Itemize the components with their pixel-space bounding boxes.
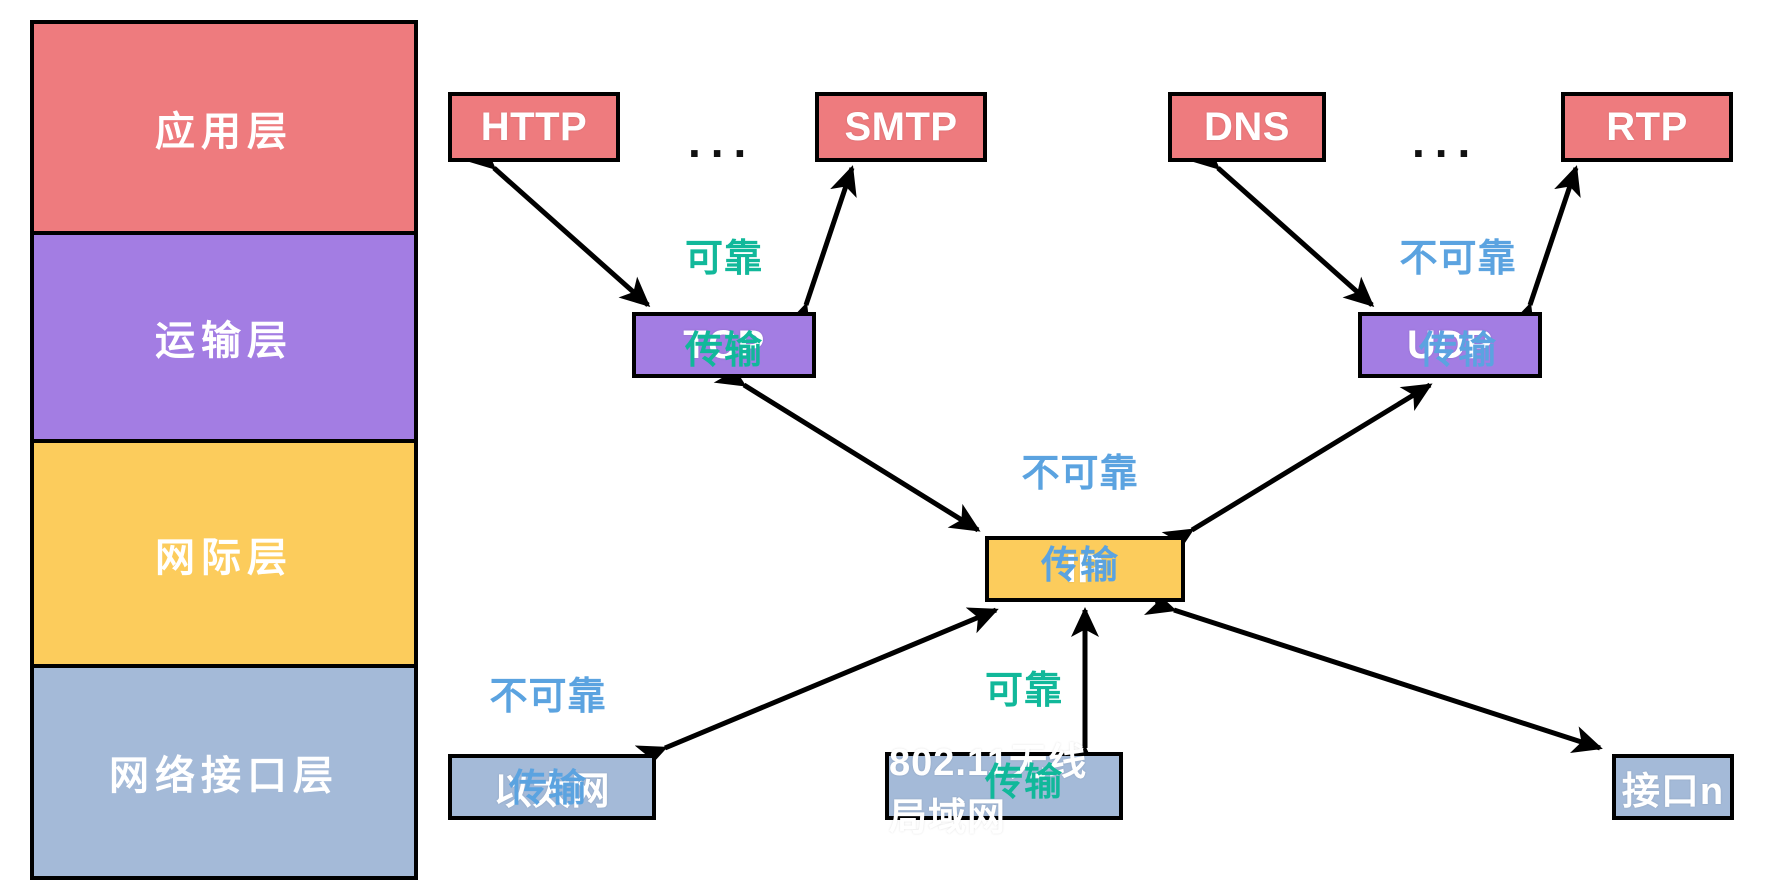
- annotation-ip-service: 不可靠 传输: [1000, 405, 1160, 635]
- arrow-ip-ethernet: [634, 607, 999, 772]
- arrow-ip-interface: [1143, 588, 1603, 753]
- protocol-box-dns[interactable]: DNS: [1168, 92, 1326, 162]
- annotation-tcp-service-line2: 传输: [684, 330, 763, 372]
- ellipsis-right: ...: [1412, 115, 1481, 167]
- protocol-box-rtp[interactable]: RTP: [1561, 92, 1733, 162]
- protocol-label-ip: IP: [1065, 546, 1105, 591]
- link-box-interface-n[interactable]: 接口n: [1612, 754, 1734, 820]
- annotation-wlan-service-line2: 传输: [984, 762, 1063, 804]
- protocol-label-smtp: SMTP: [844, 104, 958, 149]
- protocol-box-udp[interactable]: UDP: [1358, 312, 1542, 378]
- layer-link: 网络接口层: [30, 664, 418, 880]
- protocol-label-rtp: RTP: [1606, 104, 1688, 149]
- layer-internet-label: 网际层: [155, 535, 293, 580]
- layer-application-label: 应用层: [155, 109, 293, 154]
- protocol-label-udp: UDP: [1407, 322, 1493, 367]
- annotation-ethernet-service-line1: 不可靠: [489, 676, 607, 718]
- link-label-ethernet: 以太网: [493, 770, 611, 813]
- arrow-dns-udp: [1188, 139, 1375, 307]
- annotation-udp-service-line1: 不可靠: [1399, 238, 1517, 280]
- annotation-ethernet-service-line2: 传输: [508, 768, 587, 810]
- link-label-wlan: 802.11无线局域网: [889, 742, 1088, 839]
- annotation-ip-service-line2: 传输: [1040, 545, 1119, 587]
- layer-transport: 运输层: [30, 231, 418, 443]
- layer-internet: 网际层: [30, 439, 418, 668]
- annotation-ip-service-line1: 不可靠: [1021, 453, 1139, 495]
- annotation-wlan-service-line1: 可靠: [984, 670, 1063, 712]
- protocol-box-ip[interactable]: IP: [985, 536, 1185, 602]
- layer-link-label: 网络接口层: [109, 754, 339, 798]
- annotation-ethernet-service: 不可靠 传输: [468, 628, 628, 858]
- protocol-label-http: HTTP: [480, 104, 588, 149]
- link-label-interface-n: 接口n: [1621, 770, 1725, 813]
- protocol-box-tcp[interactable]: TCP: [632, 312, 816, 378]
- annotation-udp-service: 不可靠 传输: [1378, 190, 1538, 420]
- protocol-box-http[interactable]: HTTP: [448, 92, 620, 162]
- protocol-label-dns: DNS: [1204, 104, 1290, 149]
- link-box-ethernet[interactable]: 以太网: [448, 754, 656, 820]
- layer-transport-label: 运输层: [155, 319, 293, 363]
- arrow-smtp-tcp: [784, 165, 857, 336]
- protocol-box-smtp[interactable]: SMTP: [815, 92, 987, 162]
- annotation-tcp-service-line1: 可靠: [684, 238, 763, 280]
- annotation-tcp-service: 可靠 传输: [648, 190, 800, 420]
- ellipsis-left: ...: [688, 115, 757, 167]
- annotation-wlan-service: 可靠 传输: [948, 622, 1100, 852]
- link-box-wlan[interactable]: 802.11无线局域网: [885, 742, 1123, 839]
- protocol-label-tcp: TCP: [683, 322, 765, 367]
- arrow-http-tcp: [464, 139, 651, 307]
- layer-application: 应用层: [30, 20, 418, 235]
- annotation-udp-service-line2: 传输: [1418, 330, 1497, 372]
